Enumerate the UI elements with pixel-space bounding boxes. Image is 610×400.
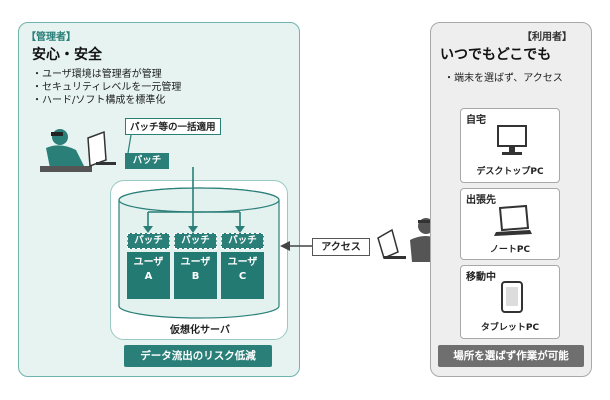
bulk-patch-callout: パッチ等の一括適用 [125, 118, 221, 135]
vm-user-b: パッチ ユーザ B [174, 233, 217, 301]
vm-user-c-line2: C [238, 271, 247, 282]
vm-user-a: パッチ ユーザ A [127, 233, 170, 301]
vm-user-b-line1: ユーザ [180, 257, 211, 268]
vm-user-b-line2: B [191, 271, 200, 282]
virtual-server-label: 仮想化サーバ [170, 325, 230, 336]
vm-user-a-box: ユーザ A [127, 252, 170, 299]
card-travel-device: ノートPC [489, 245, 531, 255]
card-mobile-device: タブレットPC [480, 323, 540, 333]
user-title: いつでもどこでも [440, 47, 552, 63]
vm-user-a-patch: パッチ [127, 233, 170, 249]
admin-bullet-1: ・ユーザ環境は管理者が管理 [32, 69, 162, 80]
card-mobile-title: 移動中 [466, 272, 496, 283]
admin-bullet-2: ・セキュリティレベルを一元管理 [32, 82, 182, 93]
admin-bullet-3: ・ハード/ソフト構成を標準化 [32, 95, 166, 106]
vm-user-c-patch: パッチ [221, 233, 264, 249]
access-label: アクセス [312, 238, 370, 256]
user-footer: 場所を選ばず作業が可能 [438, 345, 584, 367]
admin-tag: 【管理者】 [26, 32, 76, 43]
admin-patch-chip: パッチ [125, 153, 169, 169]
admin-title: 安心・安全 [32, 47, 102, 63]
user-bullet: ・端末を選ばず、アクセス [444, 73, 563, 84]
admin-footer: データ流出のリスク低減 [124, 345, 272, 367]
user-tag: 【利用者】 [522, 32, 572, 43]
card-home-title: 自宅 [466, 115, 486, 126]
vm-user-b-patch: パッチ [174, 233, 217, 249]
vm-user-c-line1: ユーザ [227, 257, 258, 268]
card-travel-title: 出張先 [466, 195, 496, 206]
vm-user-b-box: ユーザ B [174, 252, 217, 299]
vm-user-c-box: ユーザ C [221, 252, 264, 299]
vm-user-c: パッチ ユーザ C [221, 233, 264, 301]
card-home-device: デスクトップPC [476, 167, 544, 177]
vm-user-a-line2: A [144, 271, 153, 282]
vm-user-a-line1: ユーザ [133, 257, 164, 268]
